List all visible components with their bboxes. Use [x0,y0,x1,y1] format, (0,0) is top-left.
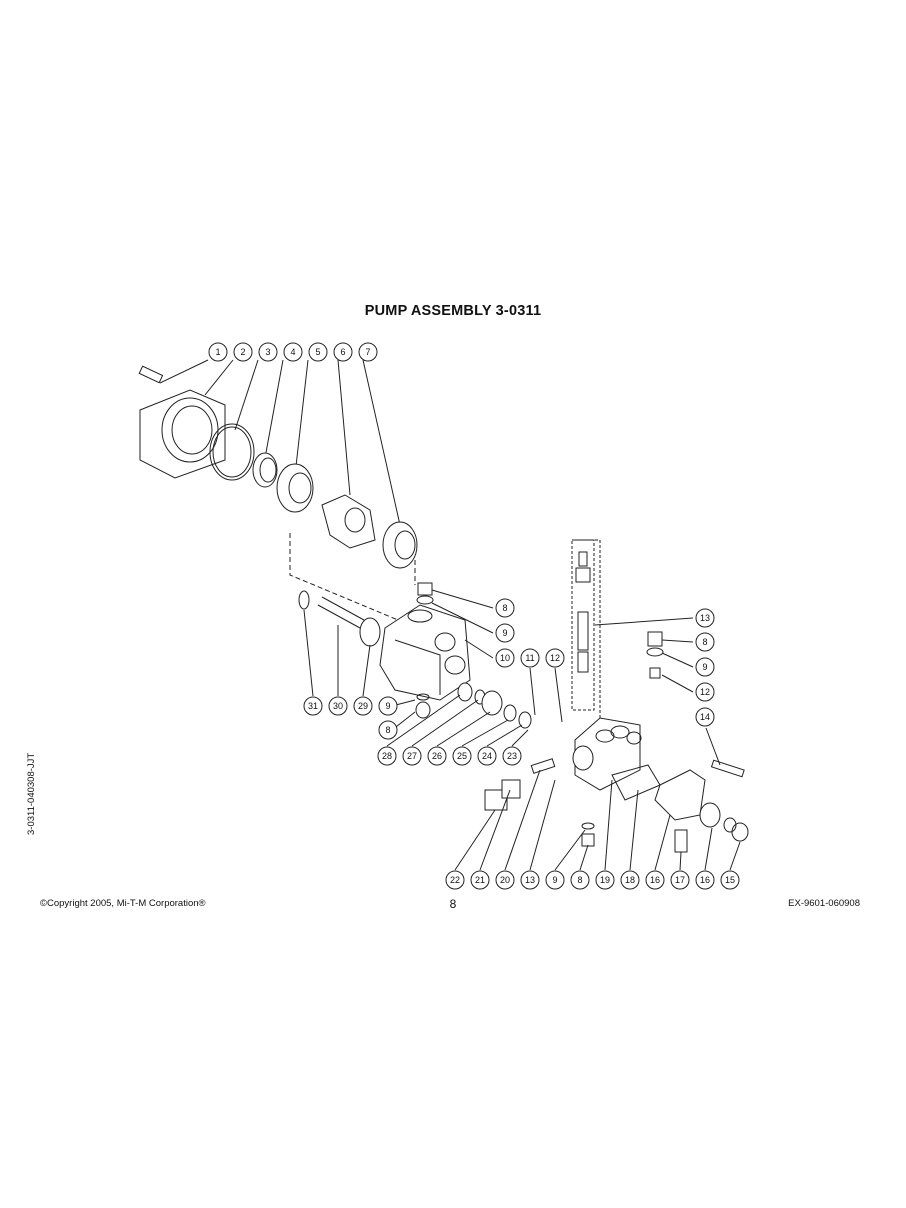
callout-26: 26 [427,746,447,766]
svg-text:8: 8 [502,603,507,613]
leader-4 [264,359,284,459]
callout-28: 28 [377,746,397,766]
callout-6: 6 [333,342,353,362]
svg-text:6: 6 [340,347,345,357]
svg-text:30: 30 [333,701,343,711]
leader-5 [294,359,309,476]
leader-7 [362,359,401,526]
svg-text:1: 1 [215,347,220,357]
document-code: EX-9601-060908 [788,898,860,909]
svg-text:12: 12 [550,653,560,663]
svg-text:9: 9 [552,875,557,885]
leader-3 [234,359,259,431]
svg-text:20: 20 [500,875,510,885]
callout-8c: 8 [378,720,398,740]
svg-text:8: 8 [577,875,582,885]
callout-11: 11 [520,648,540,668]
callout-9b: 9 [695,657,715,677]
callouts: 1 2 3 4 5 6 7 8 9 10 11 12 13 8 9 12 14 … [208,342,740,890]
callout-12b: 12 [695,682,715,702]
svg-text:21: 21 [475,875,485,885]
svg-text:13: 13 [700,613,710,623]
svg-text:26: 26 [432,751,442,761]
callout-19: 19 [595,870,615,890]
callout-9a: 9 [495,623,515,643]
svg-text:28: 28 [382,751,392,761]
svg-text:5: 5 [315,347,320,357]
callout-7: 7 [358,342,378,362]
callout-17: 17 [670,870,690,890]
svg-text:24: 24 [482,751,492,761]
callout-23: 23 [502,746,522,766]
callout-14: 14 [695,707,715,727]
svg-text:16: 16 [650,875,660,885]
callout-2: 2 [233,342,253,362]
svg-text:4: 4 [290,347,295,357]
callout-24: 24 [477,746,497,766]
svg-text:16: 16 [700,875,710,885]
callout-1: 1 [208,342,228,362]
callout-3: 3 [258,342,278,362]
callout-13a: 13 [695,608,715,628]
page-number: 8 [449,897,457,911]
svg-text:11: 11 [525,653,534,663]
callout-18: 18 [620,870,640,890]
callout-16b: 16 [695,870,715,890]
callout-9d: 9 [545,870,565,890]
callout-13b: 13 [520,870,540,890]
svg-text:3: 3 [265,347,270,357]
svg-text:10: 10 [500,653,510,663]
leader-1 [159,359,209,384]
svg-text:14: 14 [700,712,710,722]
svg-text:19: 19 [600,875,610,885]
callout-8d: 8 [570,870,590,890]
callout-27: 27 [402,746,422,766]
svg-text:27: 27 [407,751,417,761]
callout-9c: 9 [378,696,398,716]
callout-12a: 12 [545,648,565,668]
svg-text:23: 23 [507,751,517,761]
svg-text:17: 17 [675,875,685,885]
copyright-text: ©Copyright 2005, Mi-T-M Corporation® [40,898,206,909]
svg-text:22: 22 [450,875,460,885]
svg-text:7: 7 [365,347,370,357]
svg-text:9: 9 [702,662,707,672]
callout-15: 15 [720,870,740,890]
svg-text:2: 2 [240,347,245,357]
callout-30: 30 [328,696,348,716]
svg-text:25: 25 [457,751,467,761]
svg-text:8: 8 [385,725,390,735]
callout-4: 4 [283,342,303,362]
svg-text:9: 9 [502,628,507,638]
callout-25: 25 [452,746,472,766]
callout-8b: 8 [695,632,715,652]
callout-29: 29 [353,696,373,716]
svg-text:13: 13 [525,875,535,885]
callout-8a: 8 [495,598,515,618]
svg-text:29: 29 [358,701,368,711]
svg-text:15: 15 [725,875,735,885]
callout-16a: 16 [645,870,665,890]
callout-22: 22 [445,870,465,890]
svg-text:9: 9 [385,701,390,711]
callout-5: 5 [308,342,328,362]
leader-2 [204,359,234,396]
callout-20: 20 [495,870,515,890]
callout-10: 10 [495,648,515,668]
leader-6 [337,359,351,496]
callout-31: 31 [303,696,323,716]
svg-text:8: 8 [702,637,707,647]
callout-21: 21 [470,870,490,890]
page-title: PUMP ASSEMBLY 3-0311 [364,303,542,319]
svg-text:18: 18 [625,875,635,885]
svg-text:12: 12 [700,687,710,697]
svg-text:31: 31 [308,701,318,711]
